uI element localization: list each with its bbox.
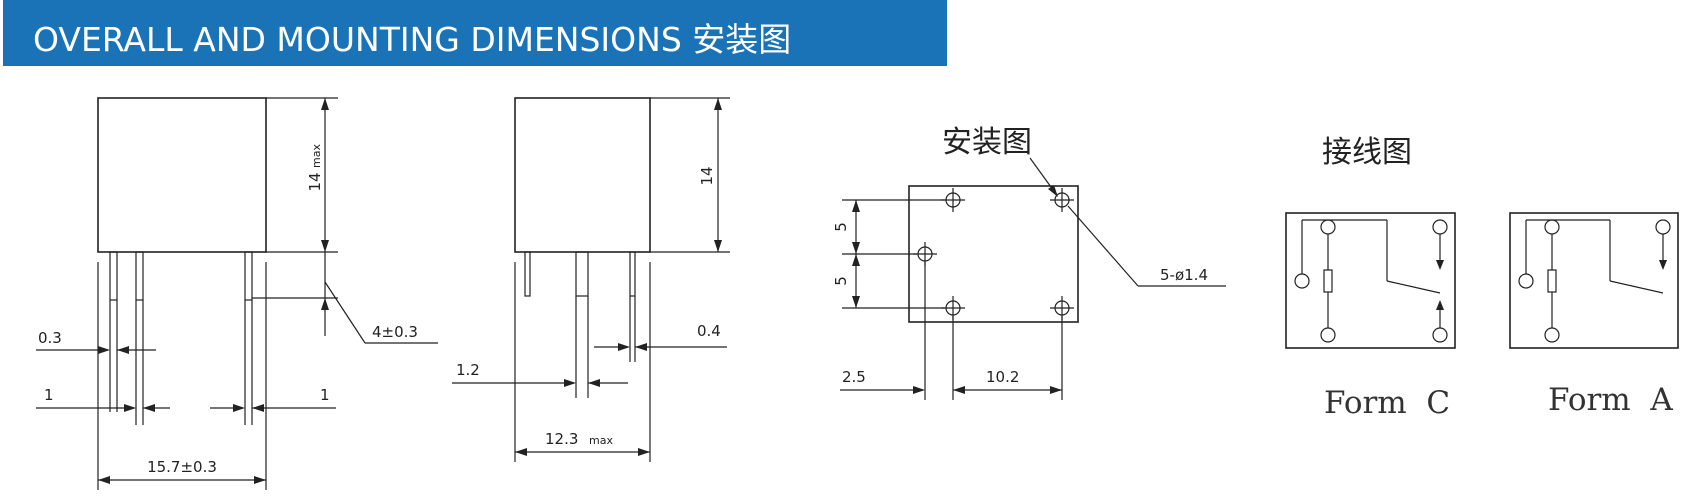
side-pin-middle [575,251,589,297]
hole-top-right [1050,188,1074,212]
terminal-length-label: 4±0.3 [372,323,418,341]
front-pin-right [244,251,253,301]
side-pin-left [524,251,531,297]
form-a-diagram [1509,212,1679,349]
side-pin-right [629,251,636,297]
depth-unit-label: max [589,434,613,447]
edge-offset-label: 2.5 [842,368,866,386]
form-c-label: Form C [1324,385,1450,421]
page-title: OVERALL AND MOUNTING DIMENSIONS 安装图 [33,20,792,59]
wiring-title: 接线图 [1322,135,1412,170]
side-view: 14 1.2 0.4 12.3 max [452,97,730,462]
form-c-diagram [1285,212,1456,349]
vertical-pitch-bottom-label: 5 [832,276,850,286]
pin-spacing-label: 1.2 [456,361,480,379]
front-view: 14 max 4±0.3 0.3 1 [36,97,438,490]
header-bar: OVERALL AND MOUNTING DIMENSIONS 安装图 [3,0,947,66]
pin-width-label: 0.4 [697,322,721,340]
front-body-outline [97,97,267,253]
depth-value-label: 12.3 [545,430,578,448]
hole-spacing-label: 10.2 [986,368,1019,386]
form-a-label: Form A [1548,382,1673,418]
front-height-unit: max [310,144,323,168]
hole-spec-label: 5-ø1.4 [1160,266,1208,284]
mounting-view: 安装图 5-ø1.4 [832,125,1226,400]
overall-width-label: 15.7±0.3 [147,458,217,476]
svg-text:14: 14 [306,172,324,191]
side-height-label: 14 [698,166,716,185]
side-body-outline [514,97,651,253]
mounting-title: 安装图 [942,125,1032,160]
front-height-value: 14 [306,172,324,191]
left-pin-gap-label: 1 [44,386,54,404]
front-pin-left [109,251,118,301]
vertical-pitch-top-label: 5 [832,222,850,232]
front-pin-middle [135,251,144,301]
right-pin-gap-label: 1 [320,386,330,404]
form-a-coil [1547,269,1557,293]
form-c-coil [1323,269,1333,293]
terminal-thickness-label: 0.3 [38,329,62,347]
wiring-view: 接线图 Form C [1285,135,1679,421]
